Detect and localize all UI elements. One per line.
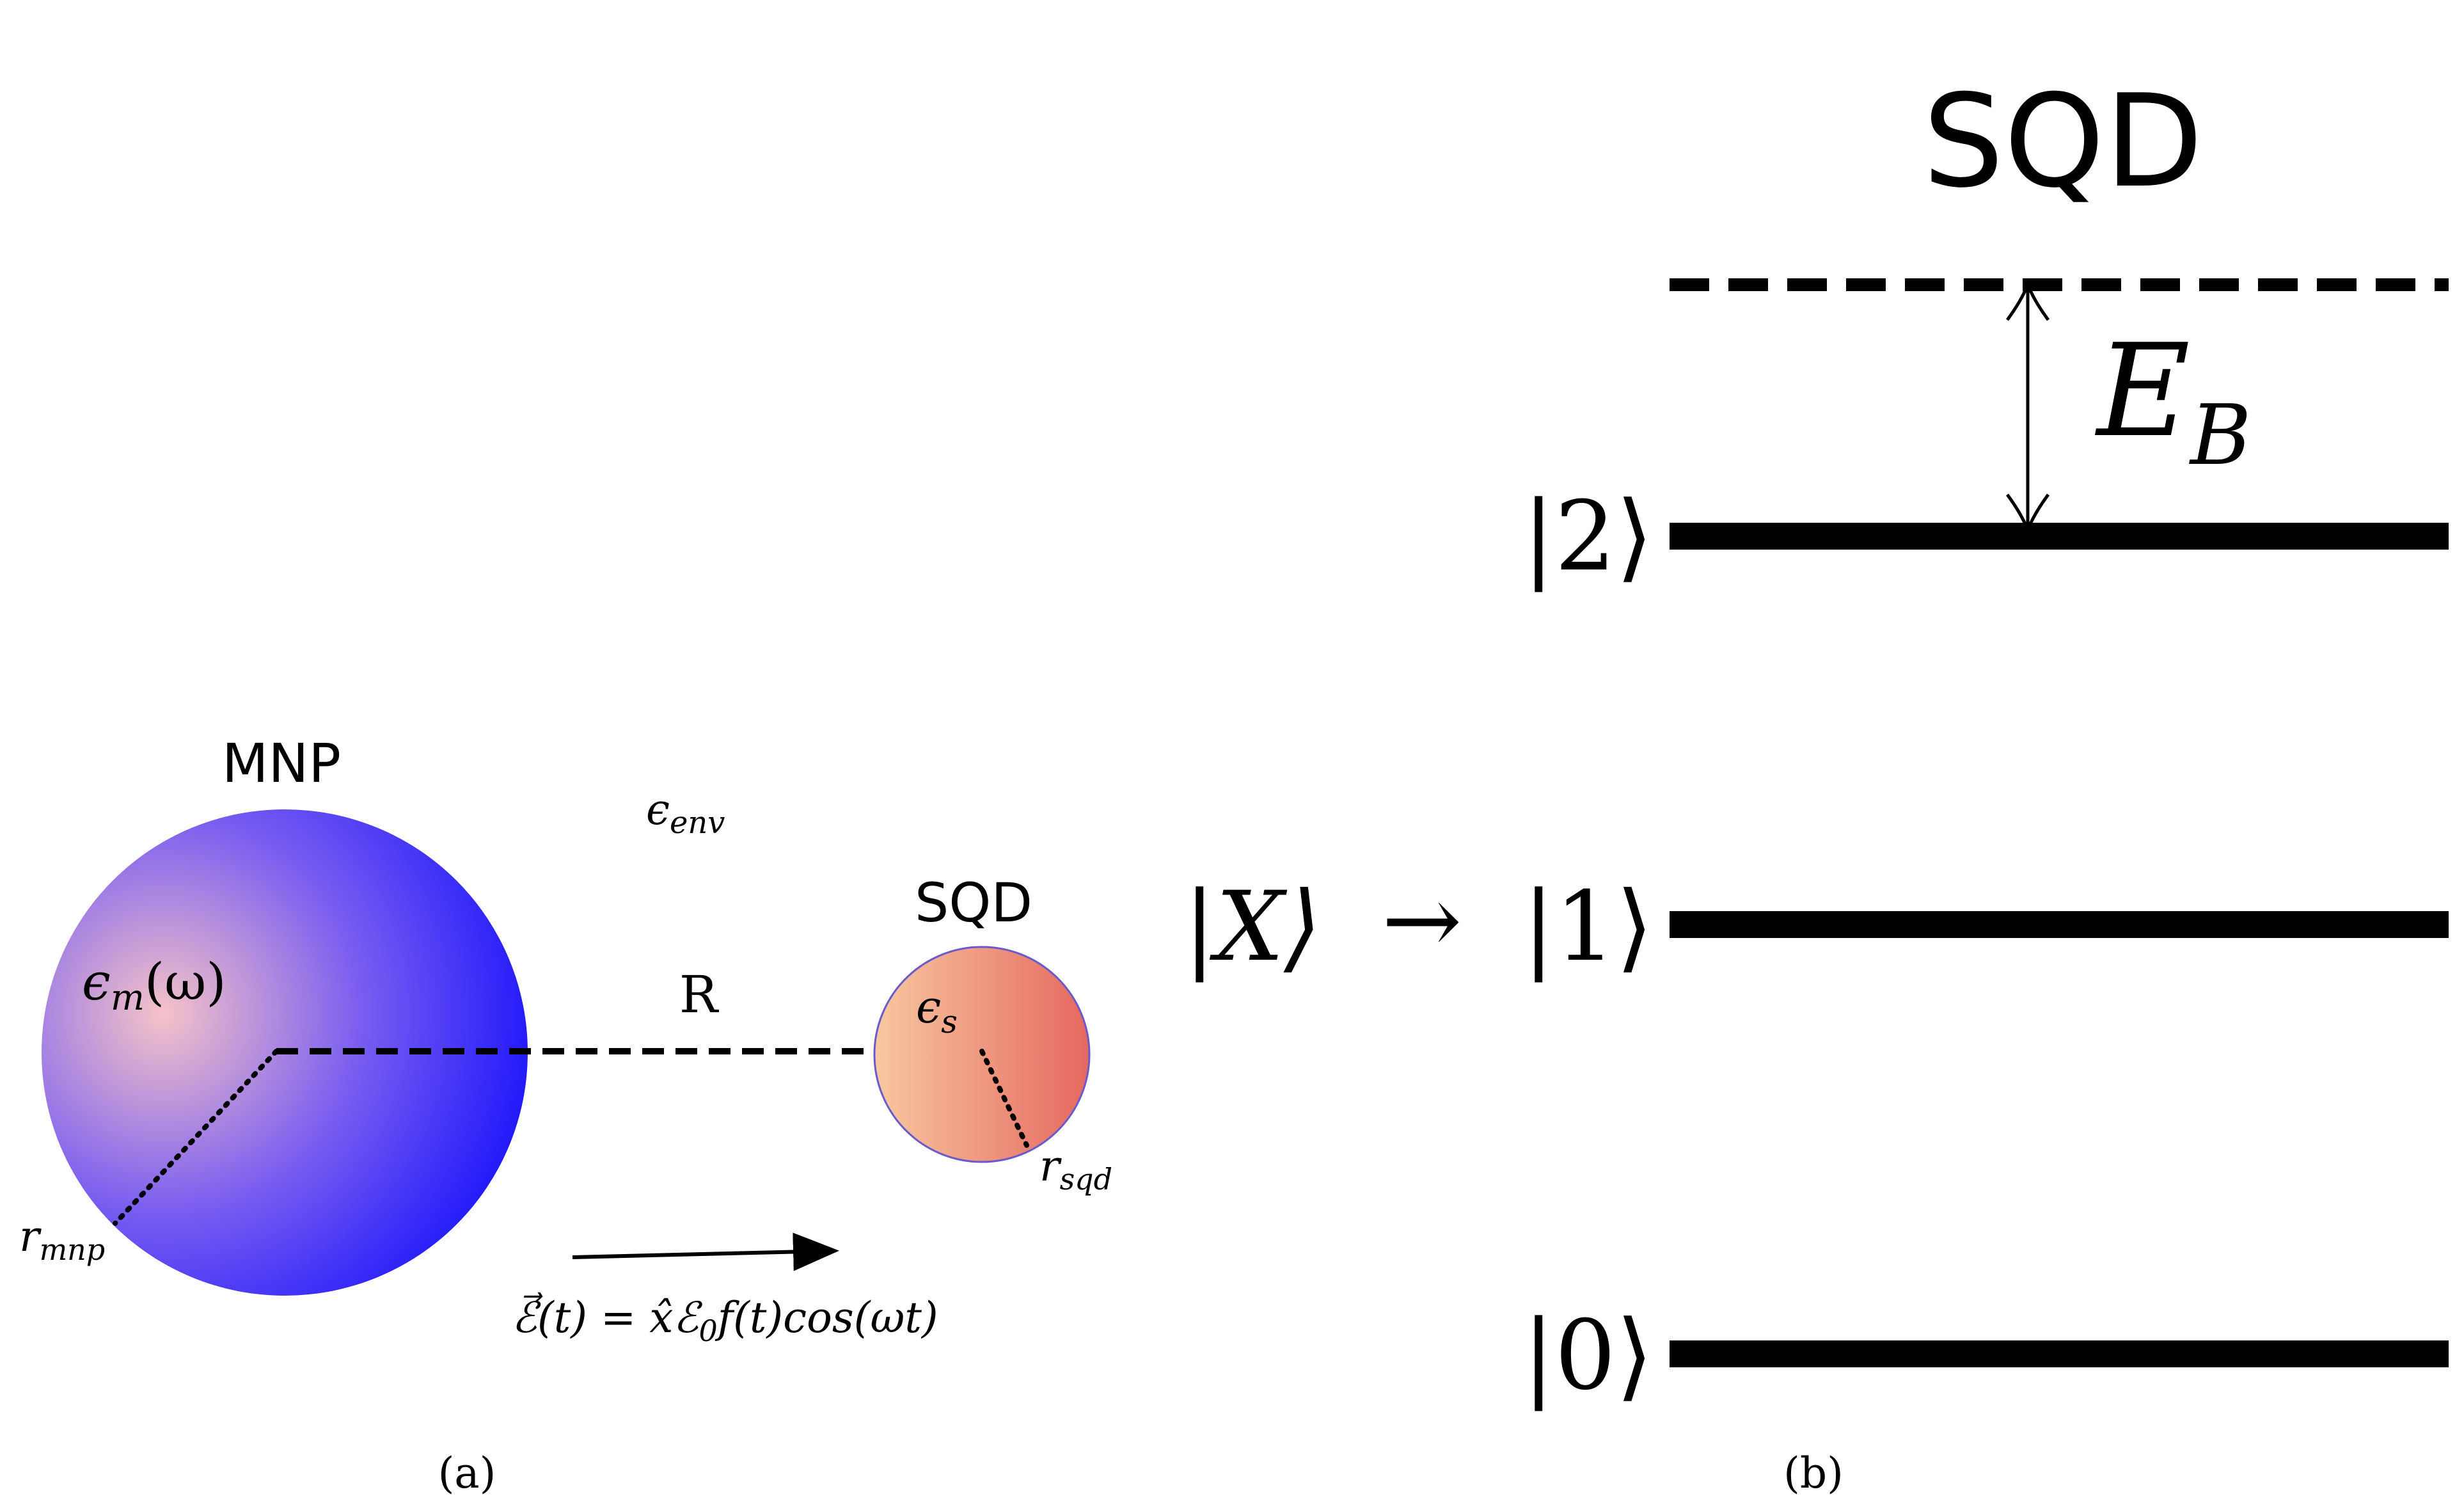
sqd-permittivity-label: ϵs [916, 981, 958, 1040]
environment-permittivity-label: ϵenv [646, 785, 725, 841]
mnp-permittivity-label: ϵm(ω) [82, 952, 226, 1019]
distance-label: R [679, 965, 720, 1024]
field-equation: ℰ⃗(t) = x̂ℰ0f(t)cos(ωt) [512, 1292, 938, 1348]
sqd-title: SQD [1923, 67, 2203, 216]
panel-a-caption: (a) [438, 1449, 496, 1498]
sqd-label-small: SQD [915, 871, 1032, 934]
mnp-label: MNP [222, 732, 341, 795]
sqd-radius-label: rsqd [1039, 1141, 1112, 1196]
sqd-radius-line [979, 1049, 1029, 1148]
exciton-ket: |X⟩ [1183, 871, 1322, 983]
mnp-radius-label: rmnp [19, 1212, 105, 1267]
panel-b-caption: (b) [1783, 1449, 1844, 1498]
mapping-arrow: → [1382, 865, 1462, 976]
level-1-ket: |1⟩ [1522, 871, 1654, 983]
mnp-radius-line [113, 1049, 279, 1226]
binding-energy-arrowhead-top [2005, 280, 2050, 321]
panel-a: MNP ϵm(ω) rmnp ϵenv R SQD ϵs rsqd [19, 732, 1112, 1498]
level-0-ket: |0⟩ [1522, 1300, 1654, 1411]
field-arrow [572, 1232, 839, 1271]
panel-b: SQD EB |2⟩ |1⟩ |X⟩ → |0⟩ (b) [1183, 67, 2449, 1498]
binding-energy-label: EB [2094, 317, 2252, 484]
level-2-ket: |2⟩ [1522, 481, 1654, 592]
